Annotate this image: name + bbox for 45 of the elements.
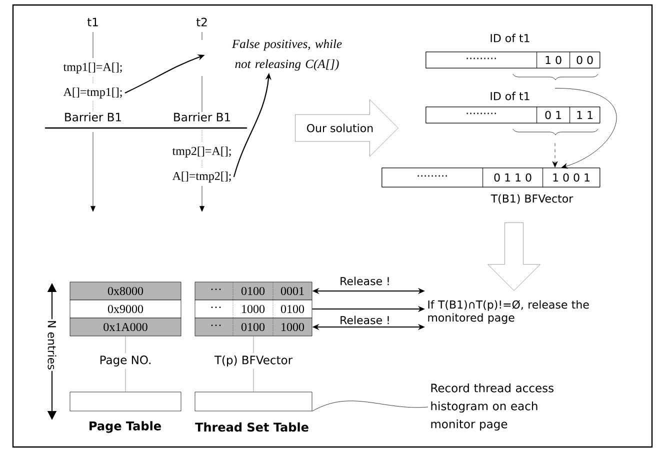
leader-line (312, 400, 428, 412)
note-text: Record thread access histogram on each monitor page (431, 383, 554, 431)
bit-cell: 1 0 0 1 (542, 168, 600, 188)
code-line: A[]=tmp2[]; (172, 172, 231, 182)
edge-label: Release ! (338, 314, 392, 326)
bit-cell: ········· (382, 168, 483, 188)
table-row: ··· 0100 1000 (194, 318, 312, 336)
code-line: A[]=tmp1[]; (63, 88, 122, 98)
table-row: 0x1A000 (70, 318, 182, 336)
table-row: ··· 1000 0100 (194, 300, 312, 318)
connector-line (253, 336, 254, 354)
bit-cell: ········· (426, 52, 537, 68)
condition-text: If T(B1)∩T(p)!=Ø, release the monitored page (428, 300, 589, 324)
table-row: ··· 0100 0001 (194, 282, 312, 300)
block-arrow (488, 222, 540, 291)
bit-cell: 0 0 (570, 52, 600, 68)
column-label: T(p) BFVector (214, 355, 293, 367)
connector-line (253, 368, 254, 392)
barrier-label: Barrier B1 (174, 112, 230, 122)
bit-cell: ········· (426, 106, 537, 124)
arrow (554, 88, 616, 169)
node-label: ID of t1 (490, 34, 530, 42)
code-line: tmp1[]=A[]; (63, 62, 122, 74)
table-row: 0x9000 (70, 300, 182, 318)
note-text: False positives, while not releasing C(A[]) (232, 39, 342, 71)
thread-label: t1 (87, 18, 98, 26)
arrow (552, 143, 558, 168)
connector-line (125, 368, 126, 392)
table-title: Thread Set Table (195, 422, 308, 432)
node-label: T(B1) BFVector (490, 194, 574, 204)
connector-line (125, 336, 126, 354)
bit-cell: 1 1 (570, 106, 600, 124)
barrier-label: Barrier B1 (65, 112, 121, 122)
bit-cell: 0 1 (536, 106, 570, 124)
table-row (194, 392, 312, 412)
code-line: tmp2[]=A[]; (172, 146, 231, 158)
node-label: ID of t1 (490, 92, 530, 100)
bit-cell: 0 1 1 0 (482, 168, 543, 188)
bit-cell: 1 0 (536, 52, 570, 68)
table-row (70, 392, 182, 412)
table-title: Page Table (90, 421, 161, 433)
table-row: 0x8000 (70, 282, 182, 300)
thread-label: t2 (196, 18, 207, 26)
column-label: Page NO. (100, 356, 150, 366)
edge-label: Release ! (338, 276, 392, 286)
